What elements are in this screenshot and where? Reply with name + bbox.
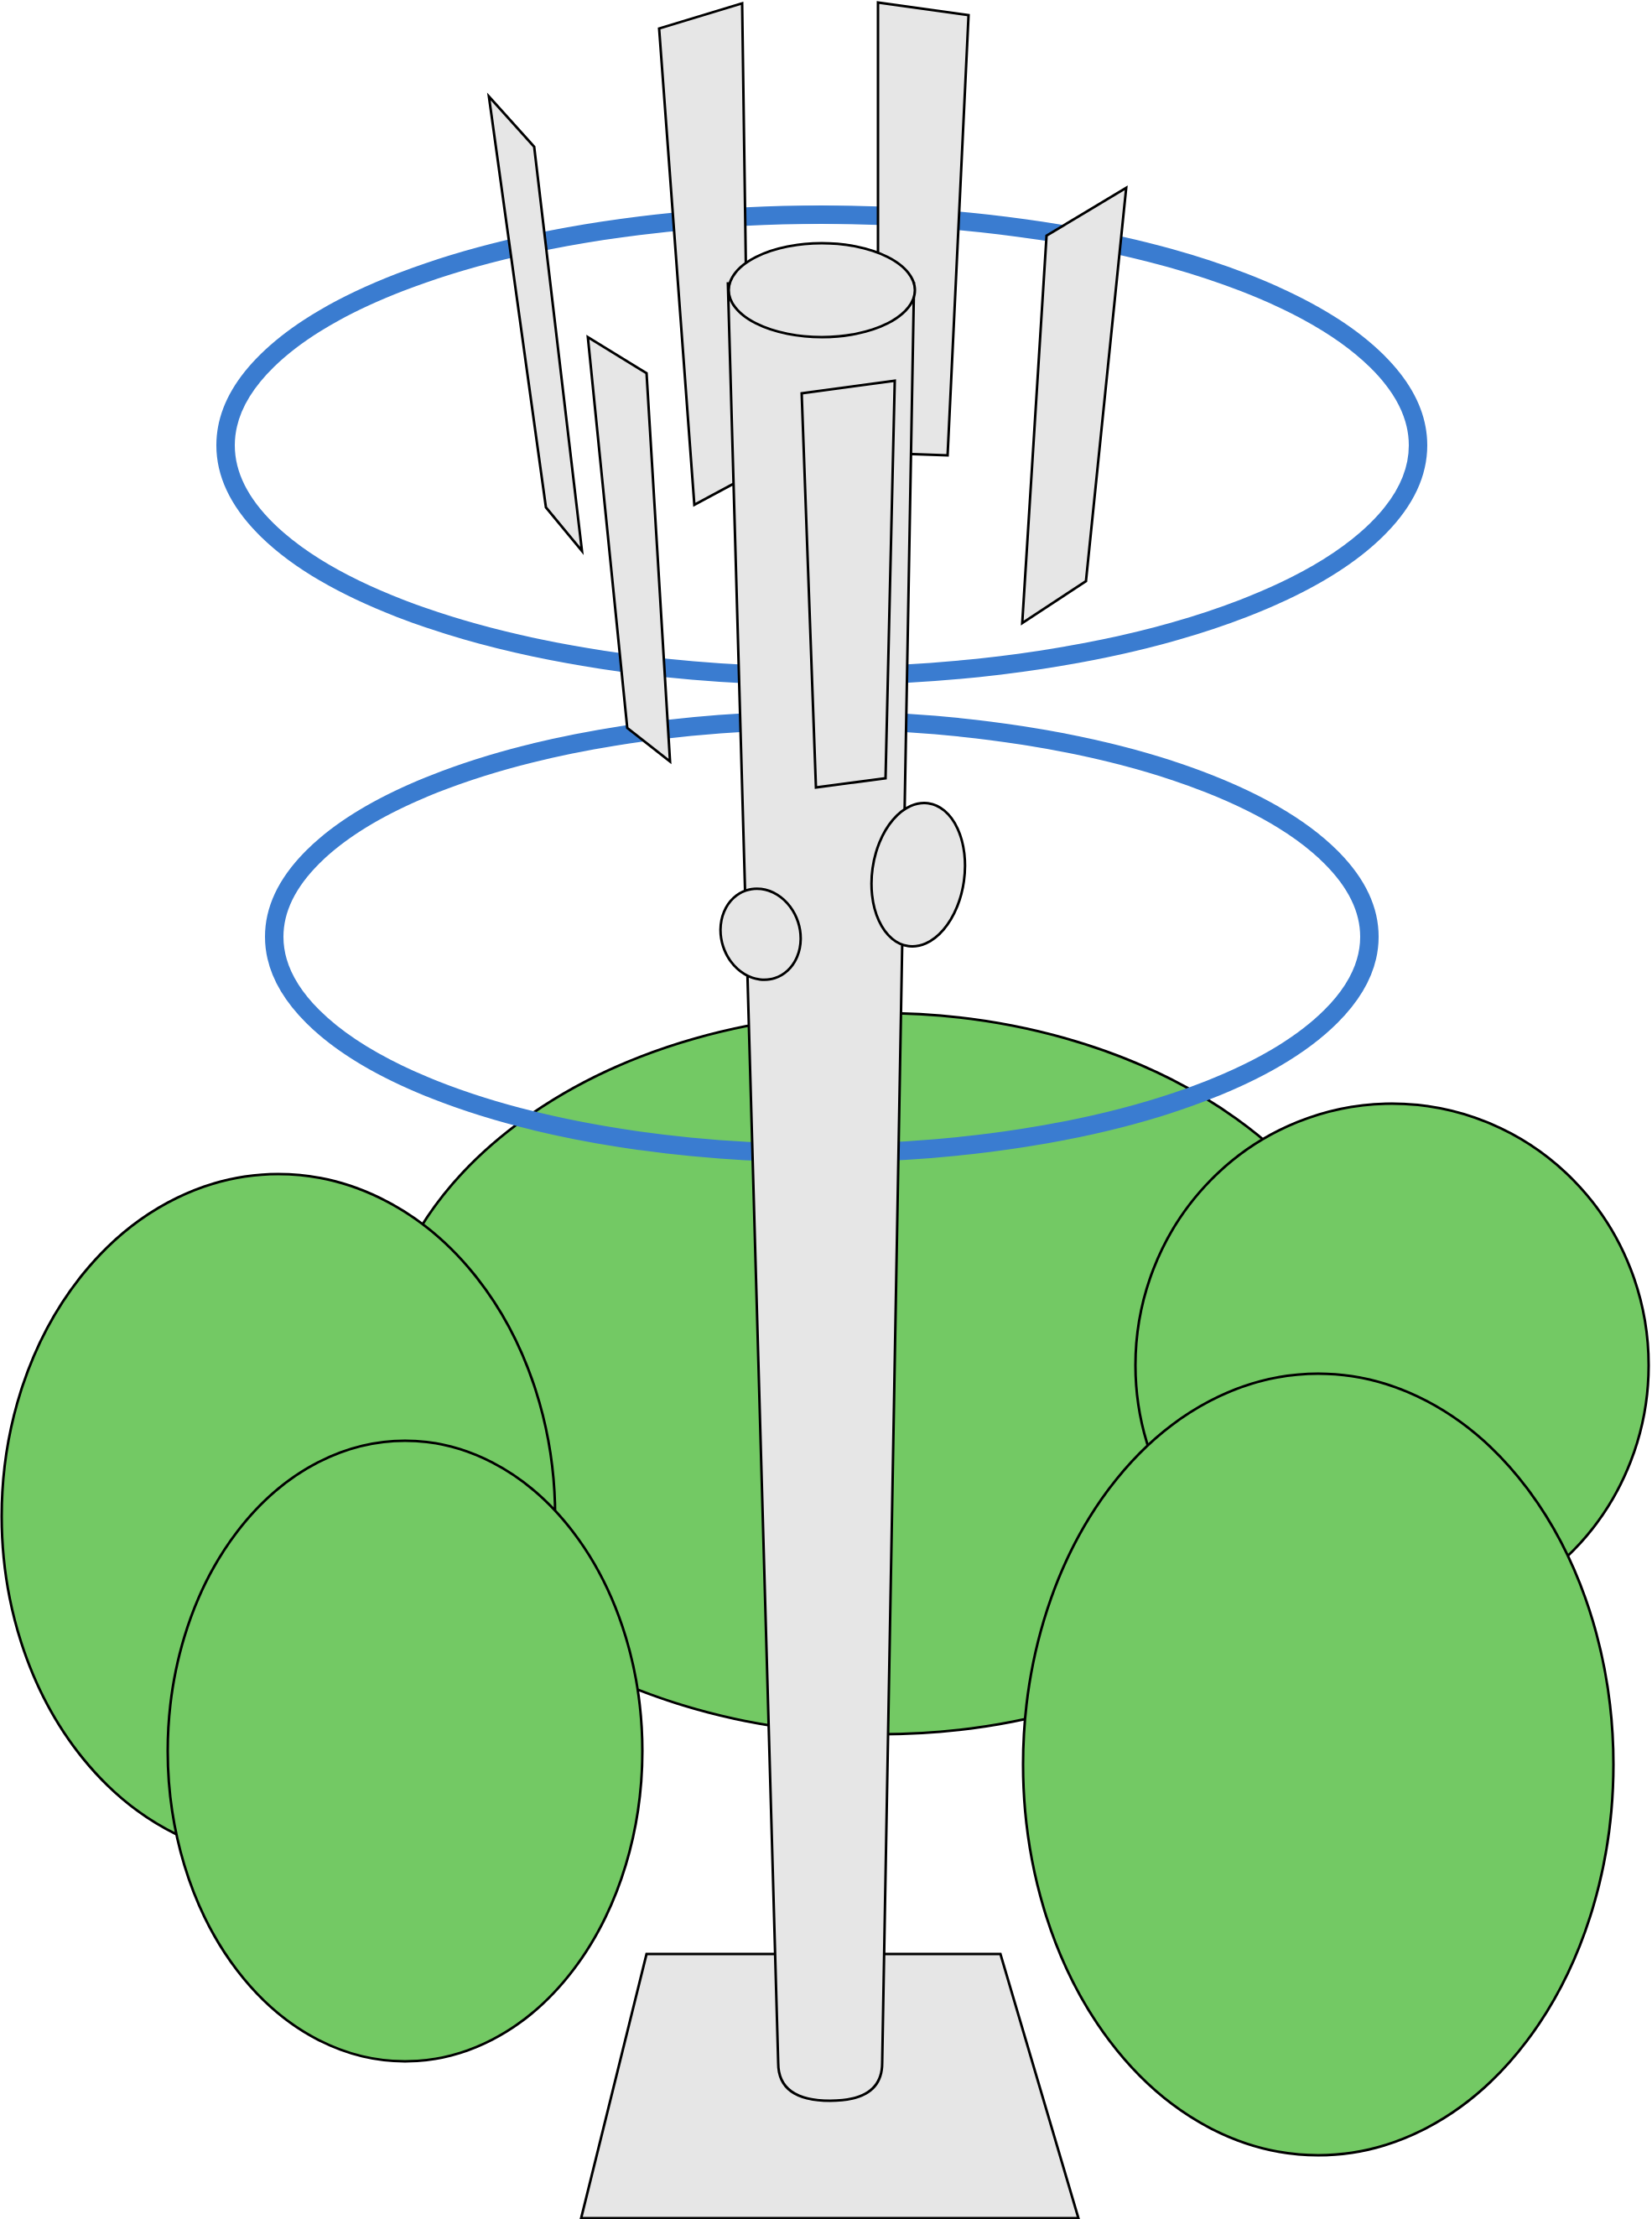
dish-antenna-right xyxy=(870,801,967,948)
mast-top-cap xyxy=(727,242,917,339)
dish-antenna-left xyxy=(719,887,803,981)
antenna-panel-mid-left xyxy=(586,335,672,765)
antenna-panel-far-left xyxy=(486,92,584,555)
left-front-bush xyxy=(166,1439,644,2063)
antenna-panel-right xyxy=(1021,185,1128,626)
right-front-bush xyxy=(1021,1372,1615,2157)
antenna-panel-front xyxy=(800,379,896,789)
